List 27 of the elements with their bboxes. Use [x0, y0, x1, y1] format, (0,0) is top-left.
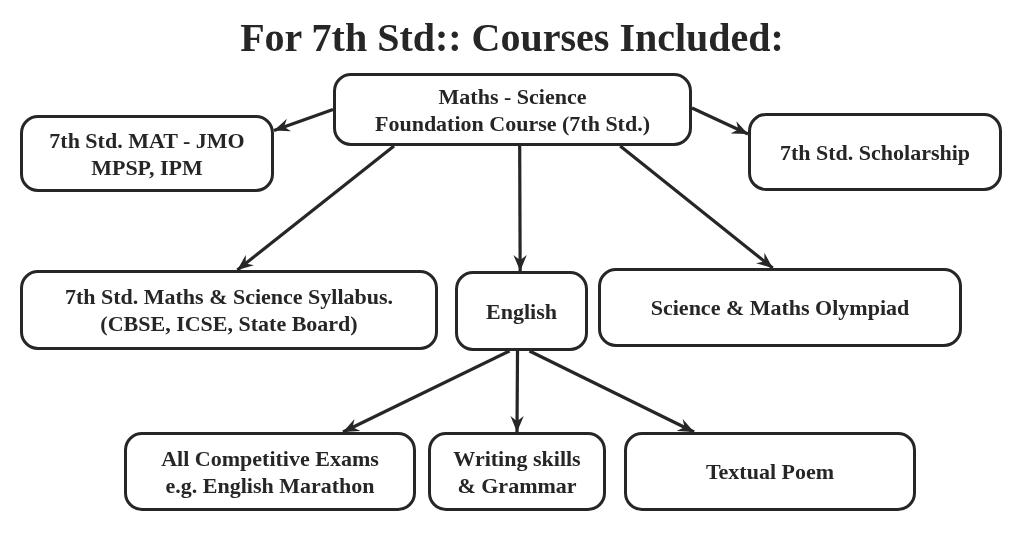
course-label: Writing skills & Grammar — [453, 444, 581, 499]
arrow — [528, 349, 695, 434]
rounded-box — [124, 432, 416, 511]
rounded-box — [455, 271, 588, 351]
rounded-box — [333, 73, 692, 146]
course-label: 7th Std. MAT - JMO MPSP, IPM — [49, 126, 245, 181]
course-label: Science & Maths Olympiad — [650, 294, 910, 321]
rounded-box — [20, 115, 274, 192]
arrow — [273, 108, 334, 132]
course-label: English — [486, 297, 557, 325]
diagram-title: For 7th Std:: Courses Included: — [240, 14, 784, 62]
course-label: Maths - Science Foundation Course (7th Std.) — [374, 82, 650, 137]
rounded-box — [748, 113, 1002, 191]
arrow — [236, 144, 396, 272]
arrow — [510, 351, 524, 432]
course-label: 7th Std. Maths & Science Syllabus. (CBSE, ICSE, State Board) — [64, 283, 394, 337]
arrow — [342, 349, 511, 434]
course-label: 7th Std. Scholarship — [779, 138, 971, 166]
arrow — [691, 106, 749, 136]
arrow — [619, 144, 774, 270]
rounded-box — [624, 432, 916, 511]
arrow — [513, 146, 527, 271]
rounded-box — [20, 270, 438, 350]
rounded-box — [598, 268, 962, 347]
rounded-box — [428, 432, 606, 511]
course-label: Textual Poem — [705, 458, 835, 485]
course-label: All Competitive Exams e.g. English Marathon — [161, 444, 379, 499]
